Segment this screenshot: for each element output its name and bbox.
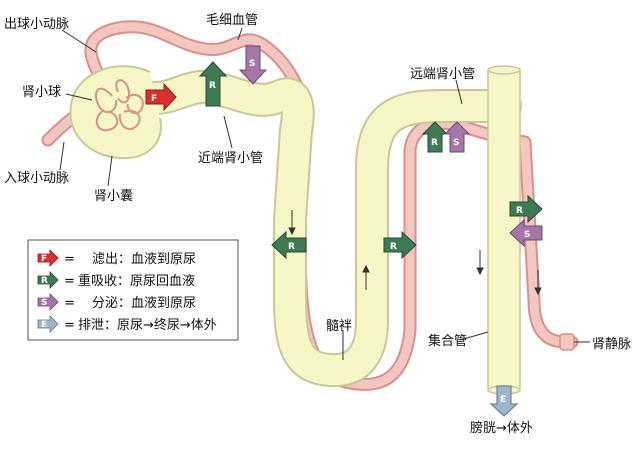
secretion-arrow-collecting-letter: S bbox=[524, 230, 530, 240]
secretion-arrow-proximal: S bbox=[238, 45, 268, 85]
legend-item-excretion: E = 排泄：原尿→终尿→体外 bbox=[37, 315, 217, 333]
legend-letter-filtration: F bbox=[41, 254, 47, 264]
label-glomerulus: 肾小球 bbox=[22, 85, 61, 100]
legend-box bbox=[27, 239, 239, 341]
legend-eq-secretion: = bbox=[64, 296, 75, 311]
secretion-arrow-distal: S bbox=[443, 121, 471, 153]
label-bladder: 膀胱→体外 bbox=[470, 420, 533, 436]
bowmans-capsule bbox=[69, 65, 162, 160]
secretion-arrow-proximal-letter: S bbox=[249, 59, 255, 69]
legend-letter-secretion: S bbox=[41, 298, 47, 308]
reabsorption-arrow-proximal-letter: R bbox=[209, 81, 216, 91]
reabsorption-arrow-distal: R bbox=[421, 121, 449, 153]
labels: 出球小动脉 肾小球 入球小动脉 肾小囊 毛细血管 近端肾小管 远端肾小管 髓袢 … bbox=[4, 13, 631, 436]
renal-vein-stub bbox=[559, 333, 575, 351]
label-capillary: 毛细血管 bbox=[206, 13, 258, 28]
excretion-arrow: E bbox=[489, 385, 519, 417]
excretion-arrow-letter: E bbox=[500, 395, 506, 405]
label-loop-of-henle: 髓袢 bbox=[326, 319, 352, 334]
secretion-arrow-collecting: S bbox=[509, 218, 543, 248]
flow-arrows bbox=[288, 210, 542, 296]
label-distal-tubule: 远端肾小管 bbox=[410, 67, 475, 82]
filtration-arrow-letter: F bbox=[151, 94, 157, 104]
legend-text-reabsorption: 重吸收：原尿回血液 bbox=[78, 273, 195, 289]
leader-lines bbox=[59, 27, 590, 360]
label-efferent-arteriole: 出球小动脉 bbox=[4, 17, 69, 32]
label-bowmans-capsule: 肾小囊 bbox=[94, 188, 133, 204]
label-renal-vein: 肾静脉 bbox=[592, 337, 631, 352]
collecting-duct-top bbox=[487, 65, 521, 75]
secretion-arrow-distal-letter: S bbox=[453, 138, 459, 148]
reabsorption-arrow-descending: R bbox=[271, 230, 307, 260]
reabsorption-arrow-distal-letter: R bbox=[431, 138, 438, 148]
reabsorption-arrow-ascending-letter: R bbox=[390, 242, 397, 252]
label-proximal-tubule: 近端肾小管 bbox=[198, 151, 263, 166]
reabsorption-arrow-collecting-letter: R bbox=[516, 206, 523, 216]
legend-item-filtration: F = 滤出：血液到原尿 bbox=[37, 249, 196, 267]
legend: F = 滤出：血液到原尿 R = 重吸收：原尿回血液 S = 分泌：血液到原尿 … bbox=[27, 239, 239, 341]
reabsorption-arrow-ascending: R bbox=[383, 230, 417, 260]
reabsorption-arrow-descending-letter: R bbox=[288, 242, 295, 252]
legend-eq-excretion: = bbox=[64, 318, 75, 333]
legend-text-excretion: 排泄：原尿→终尿→体外 bbox=[78, 317, 217, 333]
label-afferent-arteriole: 入球小动脉 bbox=[4, 171, 69, 186]
label-collecting-duct: 集合管 bbox=[428, 333, 467, 349]
legend-item-secretion: S = 分泌：血液到原尿 bbox=[37, 293, 196, 311]
legend-text-secretion: 分泌：血液到原尿 bbox=[92, 296, 196, 311]
glomerulus-loops bbox=[94, 79, 144, 132]
reabsorption-arrow-collecting: R bbox=[509, 194, 543, 224]
legend-eq-filtration: = bbox=[64, 252, 75, 267]
legend-letter-reabsorption: R bbox=[41, 276, 48, 286]
legend-item-reabsorption: R = 重吸收：原尿回血液 bbox=[37, 271, 195, 289]
legend-eq-reabsorption: = bbox=[64, 274, 75, 289]
reabsorption-arrow-proximal: R bbox=[198, 61, 228, 107]
legend-letter-excretion: E bbox=[41, 320, 47, 330]
bowmans-capsule-group bbox=[69, 65, 162, 160]
legend-text-filtration: 滤出：血液到原尿 bbox=[92, 252, 196, 267]
filtration-arrow: F bbox=[145, 82, 177, 112]
